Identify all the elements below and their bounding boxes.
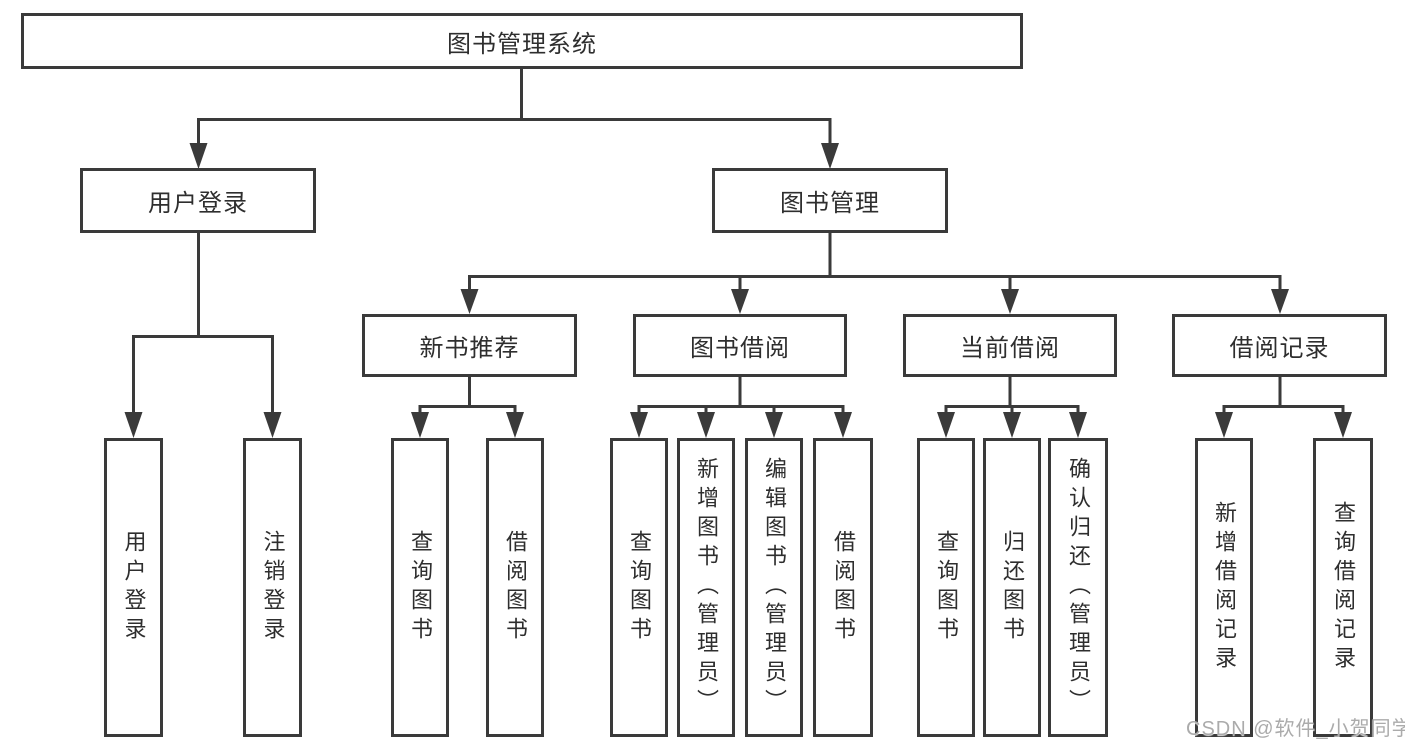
leaf-query-books-borrowing-label: 查询图书 (627, 529, 652, 646)
leaf-confirm-return-admin-label: 确认归还（管理员） (1066, 457, 1091, 718)
leaf-query-books-current: 查询图书 (917, 438, 975, 737)
node-borrowing-records-label: 借阅记录 (1229, 335, 1330, 362)
leaf-borrow-books-recommend: 借阅图书 (486, 438, 544, 737)
node-current-borrowing: 当前借阅 (903, 314, 1117, 377)
leaf-add-books-admin: 新增图书（管理员） (677, 438, 735, 737)
leaf-query-borrow-record-label: 查询借阅记录 (1331, 500, 1356, 675)
node-user-login-label: 用户登录 (148, 190, 248, 217)
leaf-borrow-books-label: 借阅图书 (831, 529, 856, 646)
leaf-logout-label: 注销登录 (260, 529, 286, 646)
node-user-login: 用户登录 (80, 168, 316, 233)
leaf-edit-books-admin: 编辑图书（管理员） (745, 438, 803, 737)
node-book-borrowing-label: 图书借阅 (690, 335, 790, 362)
leaf-add-borrow-record: 新增借阅记录 (1195, 438, 1253, 737)
node-book-borrowing: 图书借阅 (633, 314, 847, 377)
leaf-query-books-current-label: 查询图书 (934, 529, 959, 646)
leaf-query-books-borrowing: 查询图书 (610, 438, 668, 737)
node-current-borrowing-label: 当前借阅 (960, 335, 1060, 362)
node-new-book-recommend: 新书推荐 (362, 314, 577, 377)
leaf-confirm-return-admin: 确认归还（管理员） (1048, 438, 1108, 737)
leaf-logout: 注销登录 (243, 438, 302, 737)
leaf-add-books-admin-label: 新增图书（管理员） (694, 457, 719, 718)
leaf-user-login: 用户登录 (104, 438, 163, 737)
leaf-return-books: 归还图书 (983, 438, 1041, 737)
node-book-management-label: 图书管理 (780, 190, 880, 217)
node-book-management: 图书管理 (712, 168, 948, 233)
leaf-borrow-books: 借阅图书 (813, 438, 873, 737)
leaf-add-borrow-record-label: 新增借阅记录 (1212, 500, 1237, 675)
node-root-label: 图书管理系统 (447, 30, 597, 58)
leaf-query-borrow-record: 查询借阅记录 (1313, 438, 1373, 737)
leaf-return-books-label: 归还图书 (1000, 529, 1025, 646)
node-root: 图书管理系统 (21, 13, 1023, 69)
leaf-user-login-label: 用户登录 (121, 529, 147, 646)
node-new-book-recommend-label: 新书推荐 (419, 335, 520, 362)
csdn-watermark: CSDN @软件_小贺同学 (1186, 718, 1405, 740)
node-borrowing-records: 借阅记录 (1172, 314, 1387, 377)
leaf-query-books-recommend-label: 查询图书 (408, 529, 433, 646)
leaf-query-books-recommend: 查询图书 (391, 438, 449, 737)
leaf-borrow-books-recommend-label: 借阅图书 (503, 529, 528, 646)
leaf-edit-books-admin-label: 编辑图书（管理员） (762, 457, 787, 718)
